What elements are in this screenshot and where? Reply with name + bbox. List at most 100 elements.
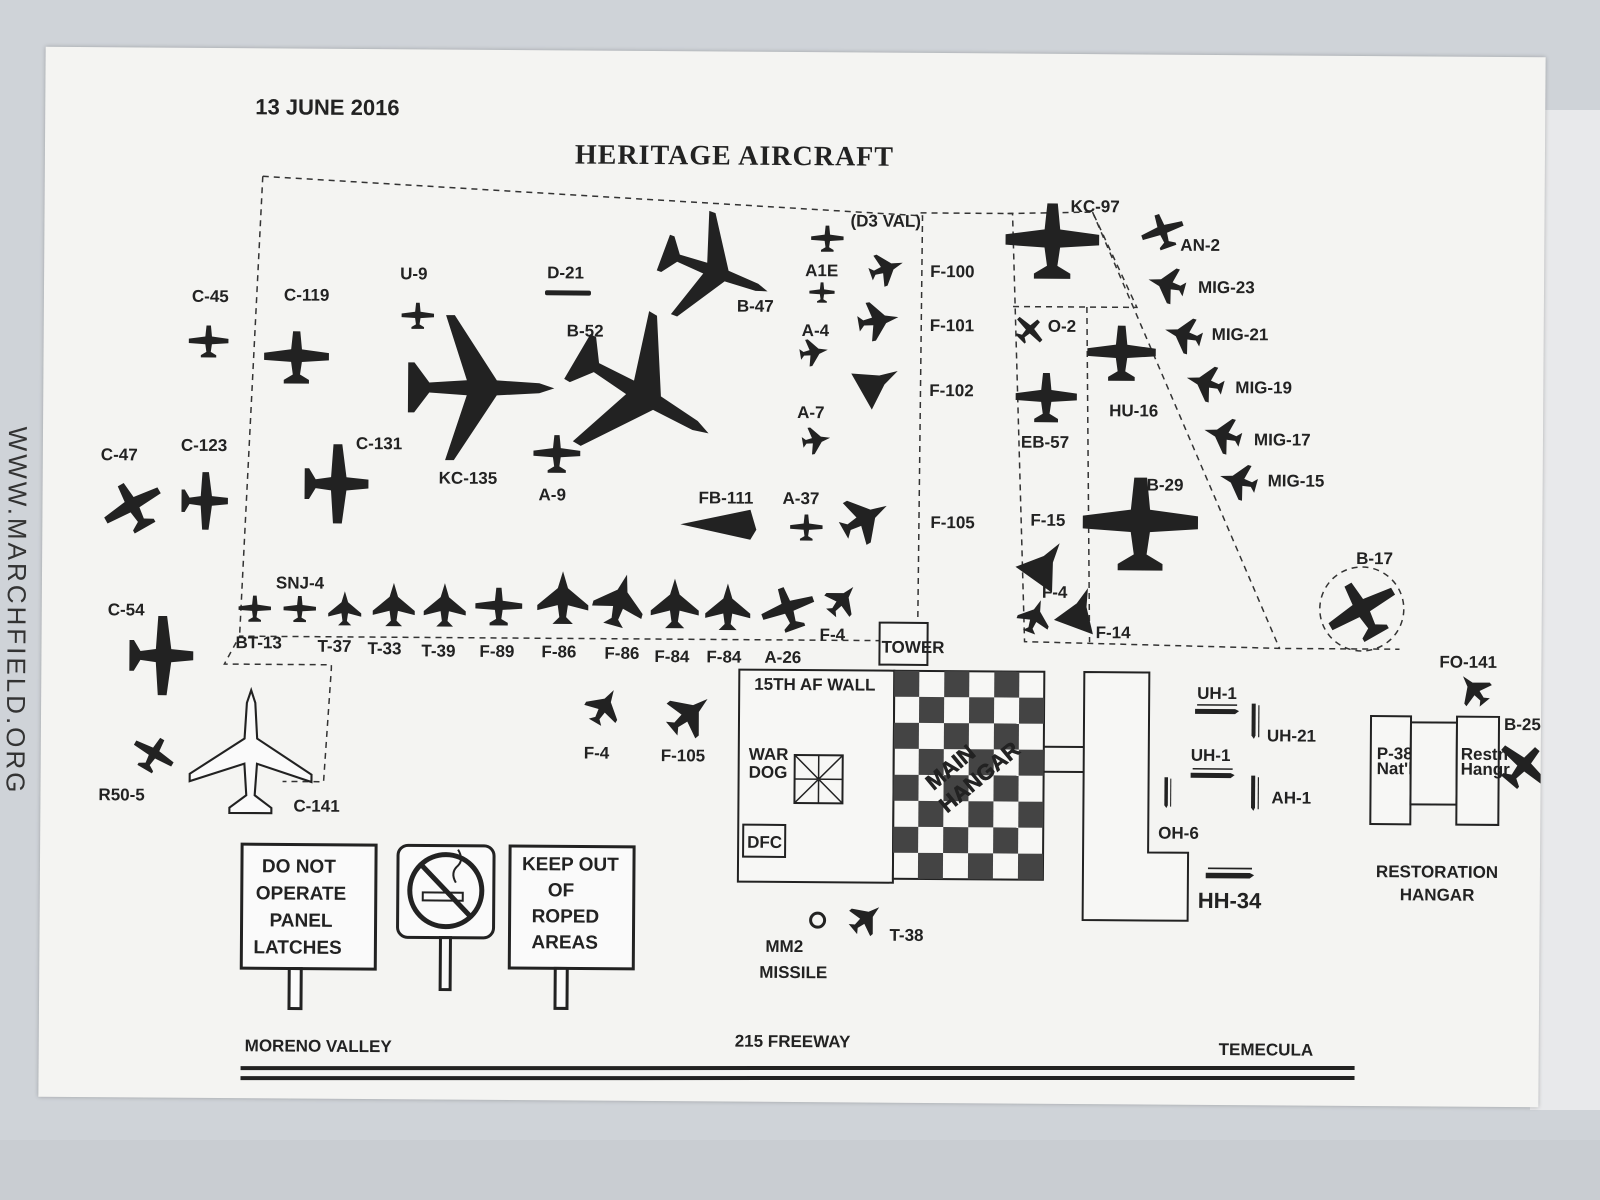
label-kc135: KC-135 bbox=[439, 469, 498, 488]
label-b52: B-52 bbox=[567, 321, 604, 340]
label-f15: F-15 bbox=[1030, 511, 1065, 530]
hangar-connector bbox=[1043, 745, 1084, 774]
helicopter-ah1-icon bbox=[1250, 775, 1260, 812]
freeway-line-2 bbox=[240, 1075, 1355, 1081]
label-uh1b: UH-1 bbox=[1191, 746, 1231, 765]
aircraft-t39-icon bbox=[423, 583, 466, 627]
label-mm2: MM2 bbox=[765, 937, 803, 956]
keep-sign-line-3: ROPED bbox=[532, 906, 600, 927]
label-a4: A-4 bbox=[802, 321, 830, 340]
aircraft-mig19-icon bbox=[1182, 360, 1228, 406]
helicopter-uh1a-icon bbox=[1194, 704, 1240, 715]
aircraft-f89-icon bbox=[475, 587, 523, 626]
label-oh6: OH-6 bbox=[1158, 824, 1199, 843]
map-date: 13 JUNE 2016 bbox=[255, 94, 399, 120]
label-a7: A-7 bbox=[797, 403, 825, 422]
restn-label-1: Restn bbox=[1461, 745, 1508, 764]
label-snj4: SNJ-4 bbox=[276, 573, 325, 592]
restoration-hangar-building bbox=[1455, 715, 1501, 826]
sign-no-smoking bbox=[396, 843, 496, 992]
aircraft-a7-icon bbox=[800, 424, 833, 456]
war-dog-label-1: WAR bbox=[749, 745, 789, 764]
aircraft-a9-icon bbox=[533, 434, 581, 474]
aircraft-snj4-icon bbox=[283, 595, 317, 623]
label-a1e: A1E bbox=[805, 261, 838, 280]
aircraft-a26-icon bbox=[755, 579, 821, 639]
helicopter-hangar-building bbox=[1081, 671, 1190, 922]
dfc-label: DFC bbox=[747, 833, 782, 852]
keep-sign-line-1: KEEP OUT bbox=[522, 854, 619, 876]
helicopter-uh21-icon bbox=[1250, 703, 1260, 740]
aircraft-f101-icon bbox=[855, 297, 902, 344]
aircraft-c45-icon bbox=[188, 325, 229, 358]
label-a37: A-37 bbox=[782, 489, 819, 508]
label-missile: MISSILE bbox=[759, 963, 827, 982]
label-c131: C-131 bbox=[356, 434, 402, 453]
restoration-hangar-label-2: HANGAR bbox=[1400, 885, 1475, 905]
b17-display-circle bbox=[1319, 566, 1405, 652]
label-d21: D-21 bbox=[547, 263, 584, 282]
restoration-hangar-label-1: RESTORATION bbox=[1376, 862, 1498, 882]
aircraft-t38-icon bbox=[842, 894, 890, 942]
label-a9: A-9 bbox=[539, 485, 567, 504]
aircraft-f102-icon bbox=[851, 352, 908, 410]
label-b17: B-17 bbox=[1356, 549, 1393, 568]
restoration-connector bbox=[1409, 721, 1459, 806]
aircraft-u9-icon bbox=[401, 302, 435, 329]
aircraft-t33-icon bbox=[372, 582, 415, 627]
label-hu16: HU-16 bbox=[1109, 401, 1158, 420]
aircraft-f105b-icon bbox=[657, 681, 722, 746]
aircraft-f4b-icon bbox=[579, 681, 630, 732]
aircraft-c47-icon bbox=[94, 469, 172, 543]
dfc-building bbox=[742, 823, 787, 858]
label-c54: C-54 bbox=[108, 600, 146, 619]
label-b25: B-25 bbox=[1504, 715, 1541, 734]
label-f86b: F-86 bbox=[604, 644, 639, 663]
aircraft-f84a-icon bbox=[650, 578, 699, 629]
label-f89: F-89 bbox=[479, 642, 514, 661]
label-f100: F-100 bbox=[930, 262, 975, 281]
aircraft-r505-icon bbox=[126, 728, 181, 781]
label-r505: R50-5 bbox=[98, 785, 144, 804]
label-f14: F-14 bbox=[1096, 623, 1132, 642]
aircraft-kc135-icon bbox=[407, 314, 555, 461]
aircraft-o2-icon bbox=[1008, 309, 1051, 351]
east-display-area-boundary bbox=[920, 212, 1400, 650]
website-url: WWW.MARCHFIELD.ORG bbox=[0, 426, 34, 796]
war-dog-memorial-icon bbox=[793, 754, 844, 805]
label-c141: C-141 bbox=[293, 797, 339, 816]
tower-building bbox=[878, 621, 929, 666]
panel-sign-line-2: OPERATE bbox=[256, 883, 347, 905]
aircraft-d21-icon bbox=[544, 290, 591, 296]
aircraft-c141-icon bbox=[188, 688, 314, 815]
label-fo141: FO-141 bbox=[1439, 653, 1497, 672]
footer-moreno-valley: MORENO VALLEY bbox=[245, 1036, 393, 1056]
label-f105b: F-105 bbox=[661, 746, 706, 765]
mm2-missile-marker bbox=[809, 911, 827, 929]
panel-sign-line-1: DO NOT bbox=[262, 856, 336, 878]
label-c45: C-45 bbox=[192, 287, 229, 306]
keep-sign-line-2: OF bbox=[548, 880, 575, 901]
label-f4b: F-4 bbox=[584, 744, 610, 763]
label-u9: U-9 bbox=[400, 264, 428, 283]
aircraft-a1e-icon bbox=[811, 225, 844, 252]
label-c119: C-119 bbox=[284, 285, 330, 304]
label-t33: T-33 bbox=[367, 639, 401, 658]
aircraft-fo141-icon bbox=[1450, 665, 1498, 713]
panel-sign-line-3: PANEL bbox=[270, 910, 334, 931]
map-sheet: WWW.MARCHFIELD.ORG 13 JUNE 2016 HERITAGE… bbox=[0, 46, 1546, 1108]
aircraft-f105-icon bbox=[831, 484, 899, 552]
main-hangar-building bbox=[891, 669, 1046, 881]
label-fb111: FB-111 bbox=[698, 488, 753, 507]
label-kc97: KC-97 bbox=[1071, 197, 1120, 216]
label-f105: F-105 bbox=[930, 513, 975, 532]
aircraft-b17-icon bbox=[1316, 566, 1408, 653]
freeway-line-1 bbox=[240, 1065, 1355, 1071]
helicopter-uh1b-icon bbox=[1189, 768, 1236, 779]
label-mig19: MIG-19 bbox=[1235, 378, 1292, 397]
sign-do-not-operate-panel-latches: DO NOT OPERATE PANEL LATCHES bbox=[239, 842, 378, 1011]
label-f84a: F-84 bbox=[654, 647, 690, 666]
label-mig21: MIG-21 bbox=[1212, 325, 1269, 344]
label-f4a: F-4 bbox=[820, 625, 846, 644]
aircraft-b47-icon bbox=[644, 200, 787, 343]
